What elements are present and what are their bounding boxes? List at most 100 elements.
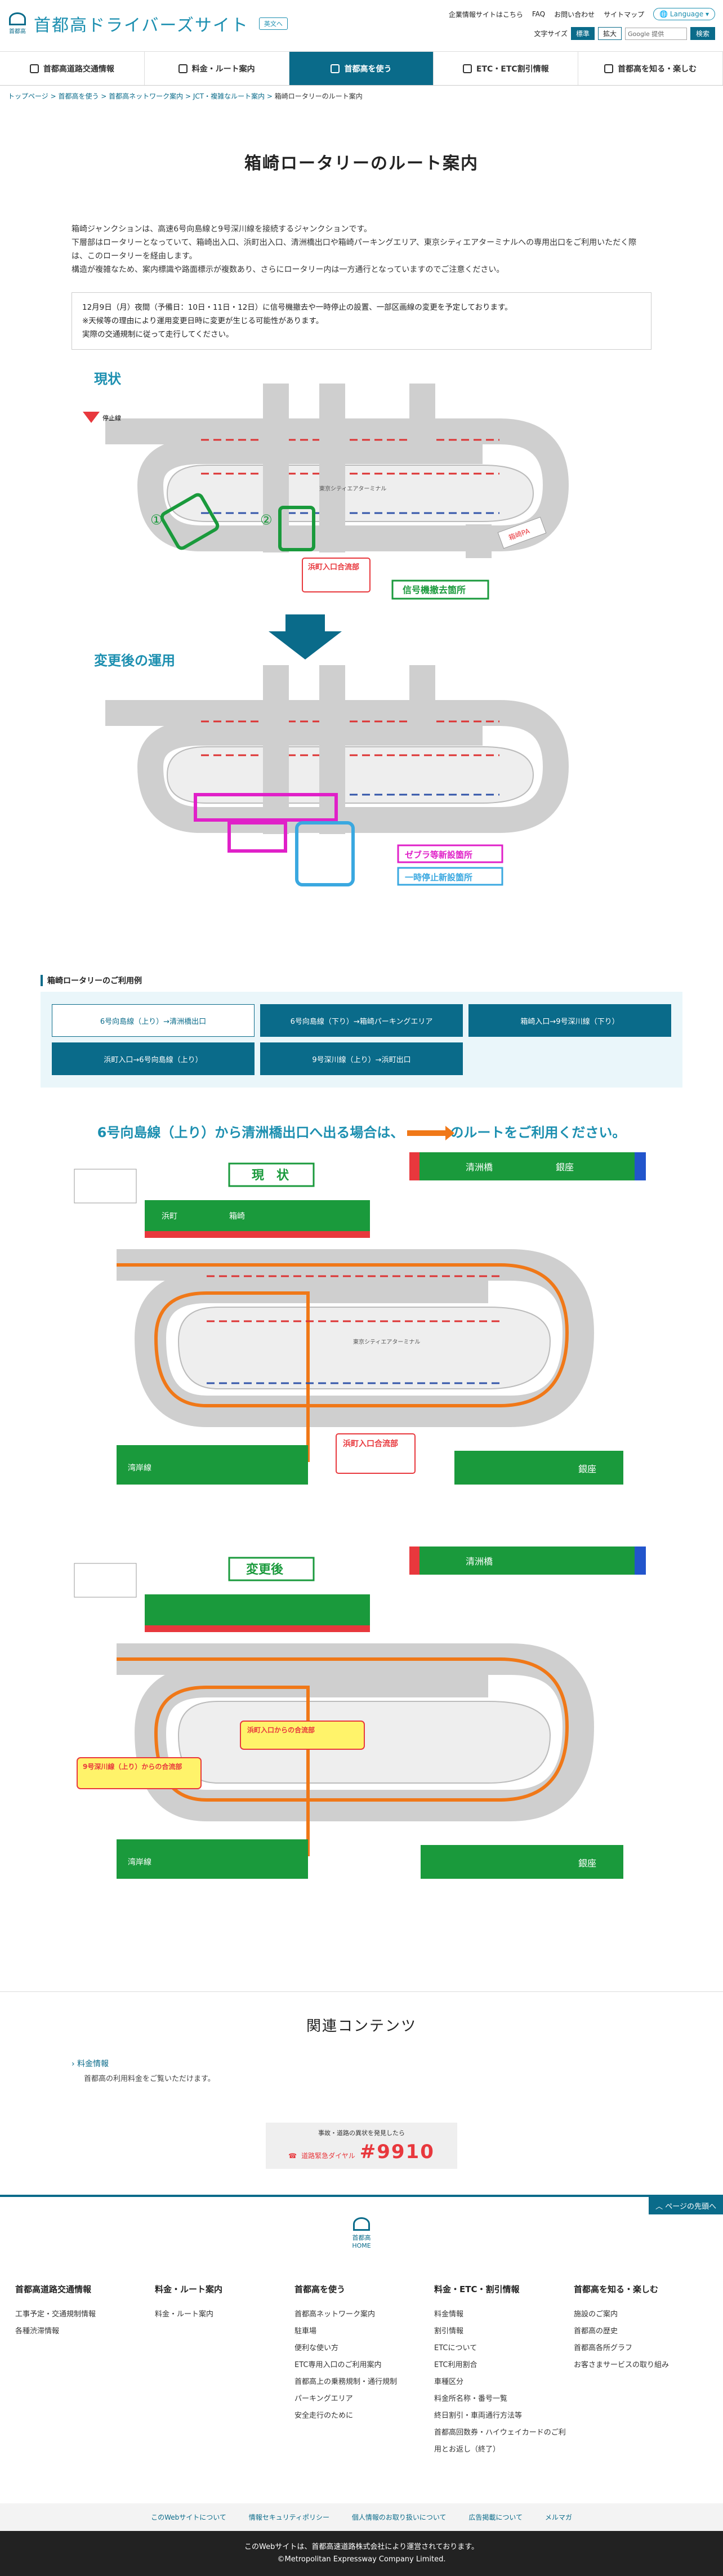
stop-line-sign: 停止線 — [83, 412, 121, 423]
nav-use[interactable]: 首都高を使う — [289, 52, 434, 85]
note-after-fukagawa: 9号深川線（上り）からの合流部 — [83, 1762, 182, 1771]
intro-text: 箱崎ジャンクションは、高速6号向島線と9号深川線を接続するジャンクションです。 … — [72, 222, 651, 277]
footer-link[interactable]: 情報セキュリティポリシー — [248, 2513, 330, 2521]
footer-link[interactable]: このWebサイトについて — [151, 2513, 226, 2521]
footer-link[interactable]: 個人情報のお取り扱いについて — [351, 2513, 447, 2521]
related-content: 関連コンテンツ › 料金情報 首都高の利用料金をご覧いただけます。 — [0, 1991, 723, 2083]
nav-enjoy[interactable]: 首都高を知る・楽しむ — [578, 52, 723, 85]
route-heading-post: のルートをご利用ください。 — [450, 1125, 626, 1140]
crumb-jct[interactable]: JCT・複雑なルート案内 — [193, 92, 265, 100]
overhead-signs-mid-1: 浜町 箱崎 — [145, 1200, 370, 1238]
site-logo[interactable]: 首都高 首都高ドライバーズサイト 英文へ — [8, 11, 288, 36]
svg-text:停止線: 停止線 — [102, 414, 121, 422]
label-hamacho-merge: 浜町入口合流部 — [308, 563, 359, 572]
bottom-signs-current: 湾岸線 銀座 — [117, 1445, 623, 1485]
emergency-banner[interactable]: 事故・道路の異状を発見したら ☎道路緊急ダイヤル#9910 — [266, 2123, 457, 2169]
traffic-icon — [29, 64, 39, 73]
label-route-after: 変更後 — [246, 1562, 284, 1577]
overhead-signs-mid-2 — [145, 1594, 370, 1632]
minimap-1 — [74, 1169, 137, 1204]
footer-logo[interactable]: 首都高 HOME — [0, 2197, 723, 2283]
related-link-fare[interactable]: › 料金情報 首都高の利用料金をご覧いただけます。 — [72, 2058, 651, 2083]
logo-icon — [353, 2217, 370, 2231]
route-icon — [178, 64, 188, 73]
related-link-desc: 首都高の利用料金をご覧いただけます。 — [84, 2075, 215, 2083]
language-select[interactable]: 🌐 Language ▾ — [653, 8, 715, 20]
font-size-label: 文字サイズ — [534, 30, 568, 38]
font-size-standard[interactable]: 標準 — [570, 27, 595, 40]
tab-route-3[interactable]: 箱崎入口→9号深川線（下り） — [468, 1004, 671, 1037]
minimap-2 — [74, 1563, 137, 1598]
orange-route-after — [117, 1657, 569, 1856]
rotary-after-map: ゼブラ等新設箇所 一時停止新設箇所 — [105, 665, 569, 886]
tab-route-2[interactable]: 6号向島線（下り）→箱崎パーキングエリア — [260, 1004, 463, 1037]
zebra-box-1 — [194, 793, 338, 822]
intro-line: 構造が複雑なため、案内標識や路面標示が複数あり、さらにロータリー内は一方通行とな… — [72, 265, 505, 274]
marker-1: ① — [150, 512, 163, 528]
top-link-contact[interactable]: お問い合わせ — [554, 10, 595, 19]
arrow-down-icon — [269, 614, 342, 659]
search-input[interactable]: Google 提供 — [624, 27, 687, 40]
top-link-corporate[interactable]: 企業情報サイトはこちら — [448, 10, 523, 19]
rotary-current-map: 東京シティエアターミナル ① ② 浜町入口合流部 信号機撤去箇所 箱崎PA 停止… — [83, 384, 569, 600]
svg-text:浜町: 浜町 — [162, 1212, 177, 1221]
global-nav: 首都高道路交通情報 料金・ルート案内 首都高を使う ETC・ETC割引情報 首都… — [0, 52, 723, 86]
notice-line: ※天候等の理由により運用変更日時に変更が生じる可能性があります。 — [82, 317, 324, 326]
notice-line: 実際の交通規制に従って走行してください。 — [82, 330, 234, 339]
rotary-change-diagram: 現状 東京シティエアターミナル ① ② 浜町入口合流部 信号機撤去箇所 箱崎PA… — [83, 371, 569, 886]
footer-columns: 首都高道路交通情報 工事予定・交通規制情報 各種渋滞情報 料金・ルート案内 料金… — [15, 2283, 708, 2458]
zebra-box-2 — [227, 821, 287, 853]
label-tcat: 東京シティエアターミナル — [319, 485, 386, 492]
top-link-sitemap[interactable]: サイトマップ — [604, 10, 645, 19]
notice-line: 12月9日（月）夜間（予備日：10日・11日・12日）に信号機撤去や一時停止の設… — [82, 303, 512, 312]
logo-icon: 首都高 — [8, 12, 27, 35]
top-link-faq[interactable]: FAQ — [532, 10, 546, 18]
nav-etc[interactable]: ETC・ETC割引情報 — [434, 52, 579, 85]
crumb-use[interactable]: 首都高を使う — [58, 92, 99, 100]
svg-text:湾岸線: 湾岸線 — [128, 1463, 151, 1473]
label-zebra-new: ゼブラ等新設箇所 — [405, 850, 472, 860]
label-current: 現状 — [94, 371, 122, 387]
overhead-signs-top-2: 清洲橋 — [409, 1547, 646, 1575]
label-temp-stop-new: 一時停止新設箇所 — [405, 872, 472, 883]
temp-stop-box — [295, 821, 355, 886]
book-icon — [604, 64, 614, 73]
copyright: このWebサイトは、首都高速道路株式会社により運営されております。 ©Metro… — [0, 2531, 723, 2576]
svg-text:清洲橋: 清洲橋 — [466, 1556, 493, 1567]
route-diagram: 現 状 清洲橋 銀座 浜町 箱崎 東京シティエアターミナル 浜町入口合流部 湾岸… — [74, 1152, 646, 1879]
search-button[interactable]: 検索 — [690, 27, 715, 40]
font-size-large[interactable]: 拡大 — [597, 27, 622, 40]
intro-line: 下層部はロータリーとなっていて、箱崎出入口、浜町出入口、清洲橋出口や箱崎パーキン… — [72, 238, 637, 261]
note-after-hamacho: 浜町入口からの合流部 — [247, 1726, 315, 1734]
top-links: 企業情報サイトはこちら FAQ お問い合わせ サイトマップ 🌐 Language… — [449, 8, 715, 20]
crumb-top[interactable]: トップページ — [8, 92, 48, 100]
crumb-network[interactable]: 首都高ネットワーク案内 — [109, 92, 184, 100]
footer-col-traffic: 首都高道路交通情報 工事予定・交通規制情報 各種渋滞情報 — [15, 2284, 96, 2336]
plus-icon — [331, 64, 340, 73]
phone-icon: ☎ — [288, 2151, 297, 2160]
bottom-signs-after: 湾岸線 銀座 — [117, 1839, 623, 1879]
tab-route-1[interactable]: 6号向島線（上り）→清洲橋出口 — [52, 1004, 255, 1037]
tab-route-4[interactable]: 浜町入口→6号向島線（上り） — [52, 1042, 255, 1075]
footer-col-etc: 料金・ETC・割引情報 料金情報 割引情報 ETCについて ETC利用割合 車種… — [434, 2284, 566, 2454]
footer-link[interactable]: 広告掲載について — [468, 2513, 523, 2521]
route-heading: 6号向島線（上り）から清洲橋出口へ出る場合は、のルートをご利用ください。 — [41, 1121, 682, 1141]
marker-2: ② — [260, 512, 273, 528]
nav-fare[interactable]: 料金・ルート案内 — [145, 52, 289, 85]
nav-traffic[interactable]: 首都高道路交通情報 — [0, 52, 145, 85]
footer-col-enjoy: 首都高を知る・楽しむ 施設のご案内 首都高の歴史 首都高各所グラフ お客さまサー… — [574, 2284, 670, 2369]
emergency-number: #9910 — [359, 2141, 435, 2163]
svg-text:湾岸線: 湾岸線 — [128, 1857, 151, 1867]
tab-route-5[interactable]: 9号深川線（上り）→浜町出口 — [260, 1042, 463, 1075]
related-title: 関連コンテンツ — [306, 2018, 417, 2035]
label-after: 変更後の運用 — [94, 653, 175, 668]
label-tcat-route: 東京シティエアターミナル — [353, 1338, 420, 1345]
svg-text:銀座: 銀座 — [578, 1464, 596, 1474]
car-icon — [462, 64, 472, 73]
page-top-button[interactable]: ︿ ページの先頭へ — [649, 2197, 723, 2214]
page-title: 箱崎ロータリーのルート案内 — [244, 154, 479, 173]
english-badge[interactable]: 英文へ — [258, 17, 288, 30]
label-signal-removed: 信号機撤去箇所 — [403, 585, 466, 595]
language-label: Language — [670, 10, 704, 18]
footer-link[interactable]: メルマガ — [545, 2513, 572, 2521]
